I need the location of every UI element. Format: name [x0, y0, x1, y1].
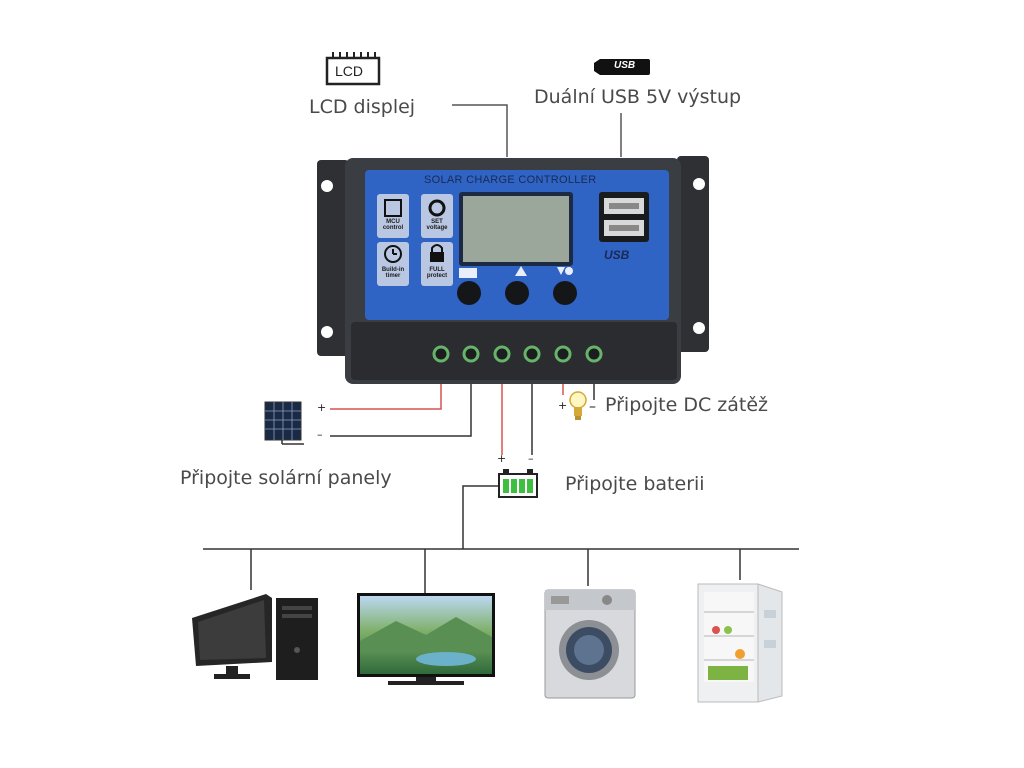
- label-load: Připojte DC zátěž: [605, 394, 769, 416]
- feature-protect-name: FULL: [429, 267, 445, 273]
- label-battery: Připojte baterii: [565, 473, 705, 495]
- load-minus-sign: –: [589, 399, 596, 415]
- feature-mcu-name: MCU: [386, 219, 400, 225]
- solar-positive-wire: [330, 384, 442, 410]
- controller-usb-text: USB: [604, 248, 630, 262]
- solar-negative-wire: [330, 384, 472, 437]
- feature-timer-sub: timer: [385, 273, 401, 279]
- controller-title: SOLAR CHARGE CONTROLLER: [424, 174, 597, 186]
- feature-timer-name: Build-in: [381, 267, 405, 273]
- feature-timer: Build-in timer: [377, 267, 409, 279]
- battery-plus-sign: +: [497, 452, 507, 465]
- label-usb: Duální USB 5V výstup: [534, 86, 742, 108]
- solar-plus-sign: +: [317, 401, 327, 414]
- television-icon: [356, 591, 496, 687]
- load-plus-sign: +: [558, 399, 568, 412]
- usb-icon: USB: [592, 56, 652, 78]
- battery-bus-line: [462, 485, 498, 549]
- feature-set-name: SET: [431, 219, 443, 225]
- label-lcd: LCD displej: [309, 96, 416, 118]
- battery-minus-sign: –: [528, 452, 534, 465]
- refrigerator-icon: [694, 580, 788, 706]
- feature-protect: FULL protect: [421, 267, 453, 279]
- solar-minus-sign: –: [317, 428, 323, 441]
- lcd-icon: LCD: [325, 50, 381, 86]
- feature-protect-sub: protect: [426, 273, 448, 279]
- battery-icon: [497, 467, 539, 499]
- usb-icon-text: USB: [614, 60, 636, 71]
- lcd-icon-text: LCD: [335, 63, 364, 79]
- solar-charge-controller: [317, 156, 709, 384]
- washing-machine-icon: [543, 588, 637, 700]
- feature-mcu: MCU control: [377, 219, 409, 231]
- feature-mcu-sub: control: [382, 225, 404, 231]
- feature-set-sub: voltage: [426, 225, 448, 231]
- bulb-icon: [568, 389, 588, 423]
- feature-set: SET voltage: [421, 219, 453, 231]
- solar-panel-icon: [262, 400, 310, 446]
- lcd-pointer-line: [452, 104, 508, 157]
- label-solar: Připojte solární panely: [180, 467, 392, 489]
- computer-icon: [190, 580, 320, 684]
